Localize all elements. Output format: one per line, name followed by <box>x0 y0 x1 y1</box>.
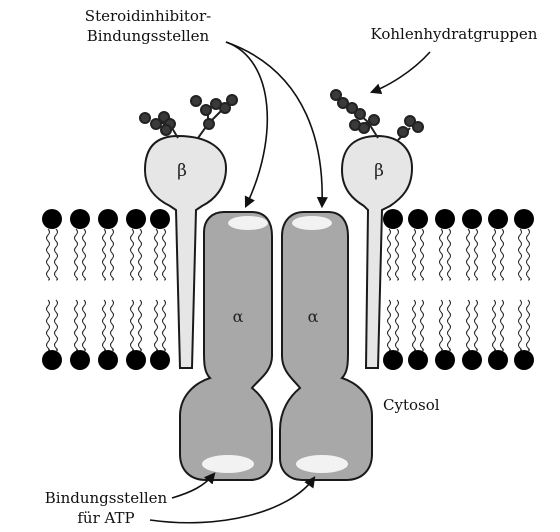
membrane-right <box>383 209 534 370</box>
lipid-tails-right <box>387 228 530 351</box>
lipid-tail <box>154 299 158 351</box>
lipid-tail <box>138 228 142 281</box>
lipid-tail <box>447 228 451 281</box>
cytosol-label: Cytosol <box>383 396 440 414</box>
atp-label-line2: für ATP <box>77 509 134 527</box>
atp-binding-site-left <box>202 455 254 473</box>
annotation-arrows <box>149 41 431 524</box>
arrow-atp-left <box>171 472 216 499</box>
lipid-tail <box>102 299 106 351</box>
lipid-tail <box>474 228 478 281</box>
lipid-tail <box>154 228 158 281</box>
lipid-tail <box>74 299 78 351</box>
arrow-carbohydrate <box>369 51 431 95</box>
lipid-tail <box>138 299 142 351</box>
lipid-heads-top-left <box>42 209 170 229</box>
lipid-tail <box>420 228 424 281</box>
lipid-tail <box>439 228 443 281</box>
lipid-tail <box>46 228 50 281</box>
lipid-tail <box>474 299 478 351</box>
lipid-tail <box>526 228 530 281</box>
lipid-tail <box>518 299 522 351</box>
carbohydrate-label: Kohlenhydratgruppen <box>371 25 538 43</box>
carbohydrate-groups-left <box>139 94 238 139</box>
lipid-tail <box>395 228 399 281</box>
lipid-tail <box>518 228 522 281</box>
lipid-tail <box>162 228 166 281</box>
atp-binding-site-right <box>296 455 348 473</box>
lipid-tail <box>130 228 134 281</box>
lipid-tail <box>395 299 399 351</box>
alpha-label-right: α <box>308 307 319 326</box>
beta-label-left: β <box>177 161 187 181</box>
lipid-tail <box>162 299 166 351</box>
lipid-tail <box>110 228 114 281</box>
steroid-binding-site-right <box>292 216 332 230</box>
lipid-tail <box>466 228 470 281</box>
lipid-tail <box>387 299 391 351</box>
steroid-binding-site-left <box>228 216 268 230</box>
lipid-tail <box>466 299 470 351</box>
alpha-subunit-left <box>179 211 273 481</box>
beta-label-right: β <box>374 161 384 181</box>
lipid-tail <box>492 228 496 281</box>
lipid-tail <box>46 299 50 351</box>
steroid-label-line2: Bindungsstellen <box>87 27 210 45</box>
lipid-heads-bottom-left <box>42 350 170 370</box>
lipid-tail <box>420 299 424 351</box>
arrow-atp-right <box>149 476 316 524</box>
lipid-tail <box>54 228 58 281</box>
lipid-tail <box>526 299 530 351</box>
beta-subunit-right <box>340 134 414 369</box>
alpha-label-left: α <box>233 307 244 326</box>
lipid-tail <box>439 299 443 351</box>
lipid-heads-top-right <box>383 209 534 229</box>
lipid-tail <box>492 299 496 351</box>
lipid-tail <box>412 228 416 281</box>
atp-label-line1: Bindungsstellen <box>45 489 168 507</box>
lipid-tail <box>500 299 504 351</box>
lipid-tail <box>54 299 58 351</box>
lipid-tail <box>102 228 106 281</box>
arrow-steroid-left <box>225 41 268 209</box>
beta-subunit-left <box>143 134 228 369</box>
lipid-tail <box>387 228 391 281</box>
lipid-tail <box>110 299 114 351</box>
membrane-left <box>42 209 170 370</box>
lipid-tails-left <box>46 228 166 351</box>
lipid-tail <box>82 299 86 351</box>
lipid-tail <box>74 228 78 281</box>
carbohydrate-groups-right <box>330 89 424 141</box>
lipid-heads-bottom-right <box>383 350 534 370</box>
lipid-tail <box>82 228 86 281</box>
arrow-steroid-right <box>225 41 328 209</box>
lipid-tail <box>412 299 416 351</box>
lipid-tail <box>447 299 451 351</box>
alpha-subunit-right <box>279 211 373 481</box>
steroid-label-line1: Steroidinhibitor- <box>85 7 211 25</box>
lipid-tail <box>500 228 504 281</box>
lipid-tail <box>130 299 134 351</box>
